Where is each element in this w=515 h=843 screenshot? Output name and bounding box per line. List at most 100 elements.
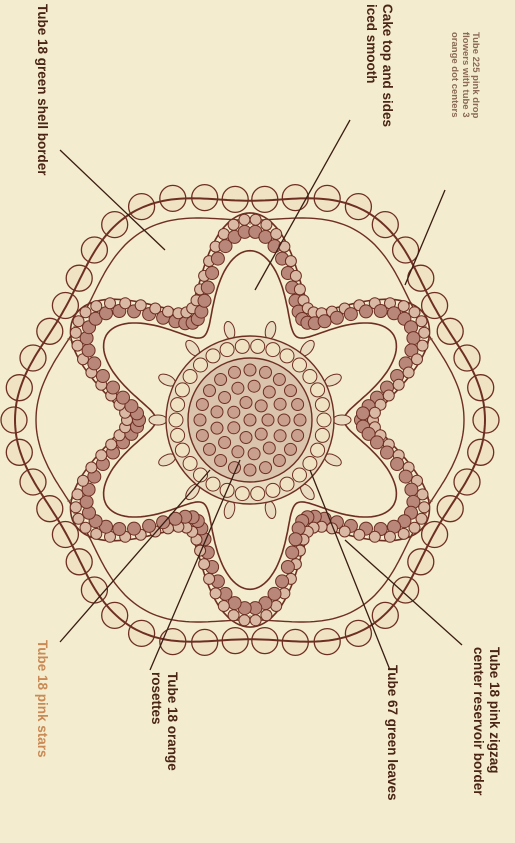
star (239, 615, 250, 626)
rosette (260, 366, 272, 378)
star (204, 573, 215, 584)
star (399, 470, 412, 483)
leaf (333, 415, 351, 425)
shell (20, 469, 46, 495)
star (354, 529, 365, 540)
rosette (303, 457, 317, 471)
star (135, 300, 146, 311)
star (70, 327, 81, 338)
star (289, 533, 302, 546)
rosette (175, 443, 189, 457)
rosette (235, 487, 249, 501)
star (419, 327, 430, 338)
rosette (228, 422, 240, 434)
star (403, 367, 414, 378)
shell (129, 620, 155, 646)
rosette (262, 414, 274, 426)
rosette (194, 358, 208, 372)
rosette (274, 430, 286, 442)
star (86, 462, 97, 473)
shell (6, 439, 32, 465)
star (290, 270, 301, 281)
star (239, 214, 250, 225)
rosette (274, 398, 286, 410)
rosette (260, 462, 272, 474)
rosette (293, 468, 307, 482)
rosette (255, 428, 267, 440)
star (276, 575, 289, 588)
label-leaves: Tube 67 green leaves (384, 665, 400, 801)
rosette (175, 383, 189, 397)
star (416, 513, 427, 524)
rosette (280, 477, 294, 491)
rosette (183, 457, 197, 471)
star (72, 489, 83, 500)
star (369, 531, 380, 542)
star (417, 340, 428, 351)
star (88, 357, 101, 370)
rosette (169, 413, 183, 427)
rosette (248, 380, 260, 392)
label-rosettes: Tube 18 orange rosettes (149, 672, 180, 771)
rosette (240, 432, 252, 444)
star (120, 298, 131, 309)
star (385, 531, 396, 542)
star (201, 281, 214, 294)
star (250, 615, 261, 626)
rosette (266, 483, 280, 497)
rosette (171, 428, 185, 442)
rosette (194, 414, 206, 426)
star (198, 294, 211, 307)
star (105, 298, 116, 309)
rosette (196, 430, 208, 442)
star (210, 588, 221, 599)
star (419, 502, 430, 513)
star (228, 219, 239, 230)
label-stars: Tube 18 pink stars (34, 640, 50, 758)
star (405, 483, 418, 496)
star (250, 214, 261, 225)
rosette (292, 399, 304, 411)
rosette (244, 364, 256, 376)
star (369, 407, 380, 418)
rosette (303, 370, 317, 384)
star (80, 307, 91, 318)
rosette (280, 349, 294, 363)
star (412, 354, 423, 365)
label-zigzag: Tube 18 pink zigzag center reservoir bor… (471, 647, 502, 796)
shell (102, 212, 128, 238)
star (91, 528, 102, 539)
rosette (204, 385, 216, 397)
star (371, 436, 384, 449)
star (381, 446, 394, 459)
rosette (248, 448, 260, 460)
rosette (228, 406, 240, 418)
star (409, 522, 420, 533)
star (70, 502, 81, 513)
rosette (266, 343, 280, 357)
shell (345, 194, 371, 220)
rosette (317, 413, 331, 427)
shell (468, 439, 494, 465)
star (339, 526, 350, 537)
star (163, 306, 174, 317)
shell (6, 375, 32, 401)
leaf (149, 415, 167, 425)
rosette (244, 464, 256, 476)
rosette (285, 443, 297, 455)
star (211, 252, 224, 265)
star (106, 439, 117, 450)
star (107, 381, 120, 394)
star (96, 450, 107, 461)
star (383, 390, 394, 401)
rosette (215, 455, 227, 467)
star (80, 522, 91, 533)
shell (454, 469, 480, 495)
star (218, 601, 229, 612)
rosette (278, 414, 290, 426)
star (150, 303, 161, 314)
rosette (251, 487, 265, 501)
star (271, 601, 282, 612)
star (393, 379, 404, 390)
